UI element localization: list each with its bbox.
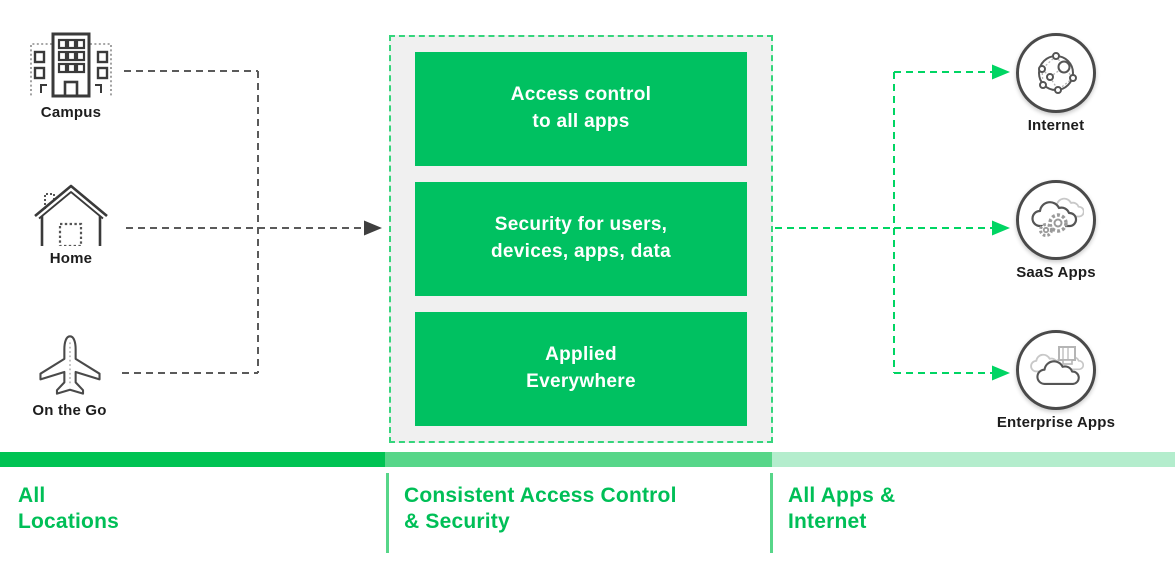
arrowhead-internet <box>992 64 1010 80</box>
footer-divider-right <box>770 473 773 553</box>
campus-building-icon <box>30 32 112 98</box>
footer-bar-locations <box>0 452 385 467</box>
footer-heading-all-locations: All Locations <box>18 484 119 533</box>
cloud-gears-glyph <box>1031 197 1084 237</box>
enterprise-apps-label: Enterprise Apps <box>996 414 1116 431</box>
security-panel: Access control to all apps Security for … <box>389 35 773 443</box>
cloud-server-glyph <box>1030 346 1084 385</box>
applied-everywhere-box: Applied Everywhere <box>415 312 747 426</box>
right-green-connectors <box>775 71 992 374</box>
arrowhead-saas <box>992 220 1010 236</box>
station-internet: Internet <box>981 33 1131 134</box>
campus-label: Campus <box>40 104 102 121</box>
security-users-text: Security for users, devices, apps, data <box>491 214 671 262</box>
access-control-box: Access control to all apps <box>415 52 747 166</box>
footer-bar-security <box>385 452 772 467</box>
left-gray-connectors <box>122 70 364 374</box>
station-on-the-go: On the Go <box>22 332 117 419</box>
footer-heading-all-apps: All Apps & Internet <box>788 484 896 533</box>
arrowhead-into-panel <box>364 220 382 236</box>
station-home: Home <box>26 182 116 267</box>
footer-divider-left <box>386 473 389 553</box>
on-the-go-label: On the Go <box>32 402 107 419</box>
access-control-text: Access control to all apps <box>510 84 652 132</box>
security-users-box: Security for users, devices, apps, data <box>415 182 747 296</box>
station-saas-apps: SaaS Apps <box>981 180 1131 281</box>
station-campus: Campus <box>16 28 126 121</box>
cloud-gears-icon <box>1016 180 1096 260</box>
footer-heading-access-control: Consistent Access Control & Security <box>404 484 677 533</box>
home-label: Home <box>49 250 93 267</box>
home-icon <box>34 184 108 246</box>
cloud-server-icon <box>1016 330 1096 410</box>
airplane-icon <box>38 335 101 395</box>
station-enterprise-apps: Enterprise Apps <box>981 330 1131 431</box>
internet-label: Internet <box>1027 117 1085 134</box>
saas-apps-label: SaaS Apps <box>1016 264 1096 281</box>
internet-network-icon <box>1016 33 1096 113</box>
arrowhead-enterprise <box>992 365 1010 381</box>
internet-network-glyph <box>1038 52 1077 94</box>
applied-everywhere-text: Applied Everywhere <box>526 344 636 392</box>
footer-bar-apps <box>772 452 1175 467</box>
